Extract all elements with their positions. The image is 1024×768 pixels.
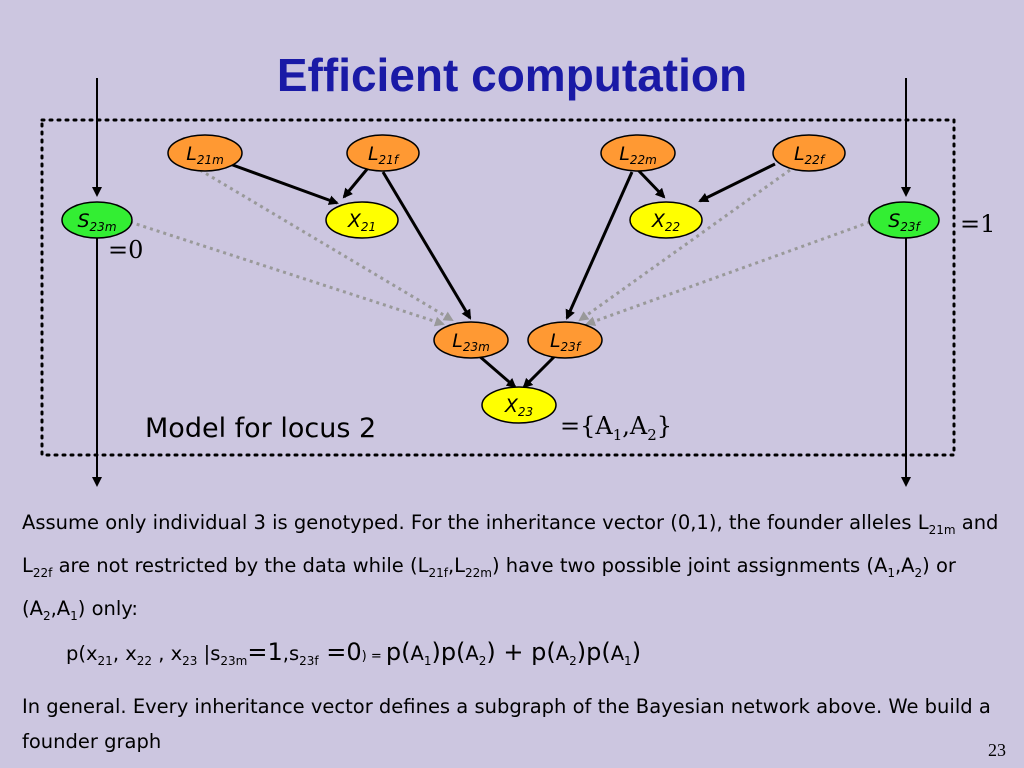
node-l22m: L22m — [600, 134, 676, 172]
body-text: Assume only individual 3 is genotyped. F… — [22, 505, 1012, 759]
node-s23f: S23f — [868, 201, 940, 239]
node-l21m: L21m — [167, 134, 243, 172]
edge-l23f-x23 — [522, 353, 558, 389]
paragraph-2: In general. Every inheritance vector def… — [22, 694, 991, 753]
node-x22: X22 — [629, 201, 703, 239]
node-l22f: L22f — [772, 134, 846, 172]
paragraph-1: Assume only individual 3 is genotyped. F… — [22, 511, 999, 623]
edge-l22f-l23f — [578, 168, 791, 322]
node-x21: X21 — [325, 201, 399, 239]
edge-l21m-x21 — [229, 162, 339, 205]
svg-text:S23m: S23m — [77, 210, 116, 234]
edge-l22m-l23f — [565, 171, 634, 320]
svg-text:X21: X21 — [347, 210, 376, 234]
x23-value-label: ={A1,A2} — [560, 412, 673, 444]
node-l23m: L23m — [433, 321, 509, 359]
svg-text:X23: X23 — [504, 395, 533, 419]
edge-l21m-l23m — [199, 168, 454, 322]
model-label: Model for locus 2 — [145, 413, 377, 444]
probability-formula: p(x21, x22 , x23 |s23m=1,s23f =0) = p(A1… — [66, 637, 642, 668]
edge-l21f-l23m — [381, 171, 472, 320]
page-number: 23 — [988, 740, 1006, 760]
edge-l22f-x22 — [698, 162, 776, 203]
s23f-value-label: =1 — [960, 210, 996, 238]
svg-text:L21f: L21f — [368, 143, 400, 167]
svg-text:L22f: L22f — [794, 143, 826, 167]
edge-s23m-l23m — [129, 220, 445, 327]
edge-l23m-x23 — [477, 353, 517, 389]
edge-l22m-x22 — [636, 168, 666, 199]
svg-text:L23f: L23f — [550, 330, 582, 354]
node-l21f: L21f — [346, 134, 420, 172]
s23m-value-label: =0 — [108, 236, 144, 264]
node-l23f: L23f — [527, 321, 603, 359]
node-s23m: S23m — [61, 201, 133, 239]
page-title: Efficient computation — [276, 49, 748, 101]
svg-text:S23f: S23f — [888, 210, 921, 234]
node-x23: X23 — [481, 386, 557, 424]
svg-text:X22: X22 — [651, 210, 680, 234]
svg-text:L21m: L21m — [186, 143, 224, 167]
svg-text:L23m: L23m — [452, 330, 490, 354]
svg-text:L22m: L22m — [619, 143, 657, 167]
edge-s23f-l23f — [585, 220, 871, 326]
model-box — [40, 118, 956, 457]
edge-l21f-x21 — [342, 167, 370, 199]
